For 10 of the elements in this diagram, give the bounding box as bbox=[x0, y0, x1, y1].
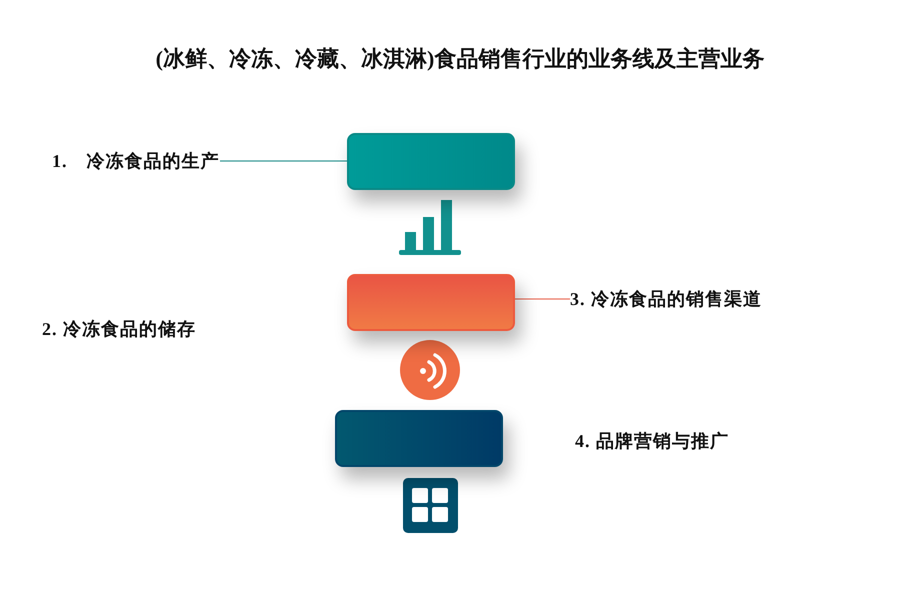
leader-line bbox=[220, 160, 348, 162]
rounded-box bbox=[347, 133, 515, 190]
item-label: 2. 冷冻食品的储存 bbox=[42, 318, 196, 340]
leader-line bbox=[514, 298, 570, 300]
item-label: 3. 冷冻食品的销售渠道 bbox=[570, 288, 762, 310]
rounded-box bbox=[347, 274, 515, 331]
item-label: 4. 品牌营销与推广 bbox=[575, 430, 729, 452]
item-label: 1. 冷冻食品的生产 bbox=[52, 150, 220, 172]
title: (冰鲜、冷冻、冷藏、冰淇淋)食品销售行业的业务线及主营业务 bbox=[154, 45, 766, 73]
rounded-box bbox=[335, 410, 503, 467]
